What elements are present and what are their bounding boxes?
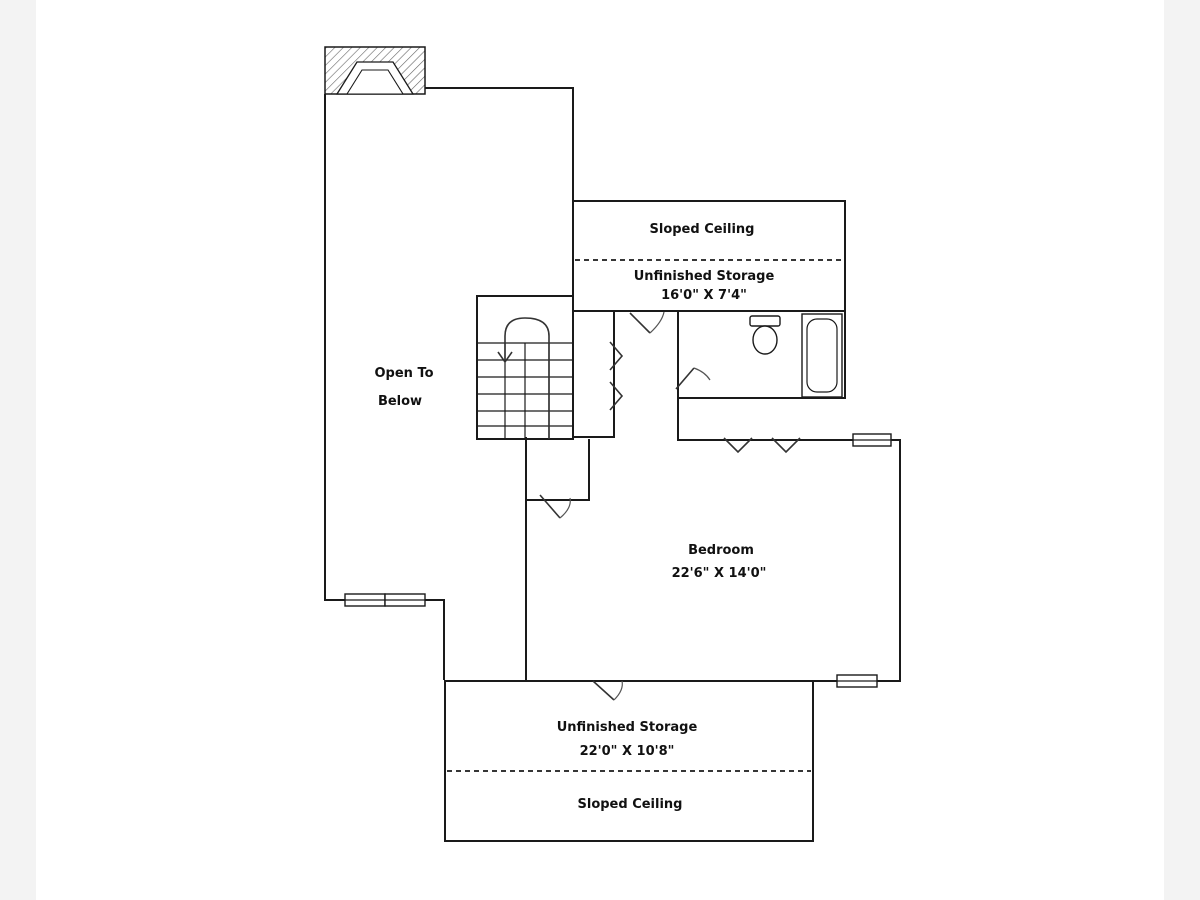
bottom-sloped-ceiling-label: Sloped Ceiling <box>578 797 683 812</box>
top-storage-name: Unfinished Storage <box>634 269 775 284</box>
floor-plan-sheet <box>36 0 1164 900</box>
bath-door <box>675 367 711 390</box>
bedroom-closet-doors <box>723 437 801 454</box>
bedroom-name: Bedroom <box>688 543 754 558</box>
staircase <box>476 295 574 440</box>
fireplace <box>324 46 426 95</box>
windows <box>344 433 892 688</box>
open-to-below-label-2: Below <box>378 394 422 409</box>
toilet <box>749 315 781 355</box>
bedroom-size: 22'6" X 14'0" <box>672 566 767 581</box>
bottom-storage-size: 22'0" X 10'8" <box>580 744 675 759</box>
open-to-below-label-1: Open To <box>374 366 433 381</box>
hall-door <box>629 311 665 334</box>
bifold-door-closet <box>609 341 624 411</box>
bathtub <box>801 313 843 398</box>
exterior-walls <box>324 87 901 842</box>
storage-door <box>592 680 623 701</box>
stair-closet <box>525 439 590 519</box>
top-storage-size: 16'0" X 7'4" <box>661 288 747 303</box>
bottom-storage-name: Unfinished Storage <box>557 720 698 735</box>
top-sloped-ceiling-label: Sloped Ceiling <box>650 222 755 237</box>
